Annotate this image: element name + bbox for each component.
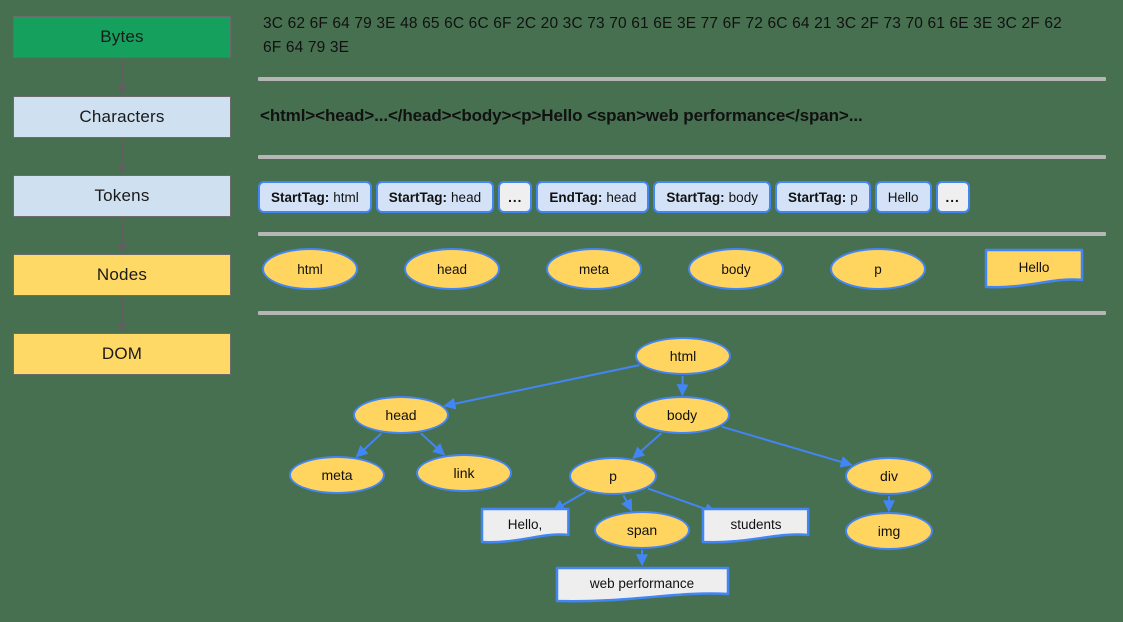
pipeline-stage-label: DOM <box>101 344 143 363</box>
pipeline-stage-label: Nodes <box>96 265 148 284</box>
dom-node-div: div <box>845 457 933 495</box>
node-html: html <box>262 248 358 290</box>
token-chip: StartTag:body <box>653 181 771 213</box>
node-label: head <box>436 261 468 277</box>
dom-node-label: span <box>626 522 658 538</box>
dom-node-span: span <box>594 511 690 549</box>
divider-tokens-nodes <box>258 232 1106 236</box>
dom-node-label: meta <box>321 467 353 483</box>
dom-node-label: img <box>877 523 901 539</box>
dom-node-meta: meta <box>289 456 385 494</box>
pipeline-stage-nodes: Nodes <box>13 254 231 296</box>
token-chip: StartTag:html <box>258 181 372 213</box>
dom-node-head: head <box>353 396 449 434</box>
dom-edge-body-p <box>632 432 663 459</box>
token-value: Hello <box>887 189 919 205</box>
dom-text-node-webp: web performance <box>555 566 730 606</box>
token-chip: StartTag:head <box>375 181 495 213</box>
token-kind: EndTag: <box>549 189 603 205</box>
node-meta: meta <box>546 248 642 290</box>
pipeline-stage-bytes: Bytes <box>13 16 231 58</box>
node-label: html <box>297 261 323 277</box>
characters-markup-string: <html><head>...</head><body><p>Hello <sp… <box>260 106 863 125</box>
pipeline-arrow-2 <box>117 217 127 253</box>
dom-node-html: html <box>635 337 731 375</box>
pipeline-arrow-0 <box>117 58 127 95</box>
dom-node-body: body <box>634 396 730 434</box>
stages-detail-panel: 3C 62 6F 64 79 3E 48 65 6C 6C 6F 2C 20 3… <box>250 0 1123 622</box>
pipeline-stage-dom: DOM <box>13 333 231 375</box>
dom-edge-head-link <box>420 432 446 456</box>
token-chip: StartTag:p <box>774 181 871 213</box>
pipeline-stage-tokens: Tokens <box>13 175 231 217</box>
pipeline-arrow-1 <box>117 138 127 174</box>
pipeline-stage-characters: Characters <box>13 96 231 138</box>
node-head: head <box>404 248 500 290</box>
token-chip: ... <box>498 181 533 213</box>
node-p: p <box>830 248 926 290</box>
pipeline-stage-label: Characters <box>79 107 165 126</box>
token-value: ... <box>508 189 523 205</box>
token-value: p <box>850 189 858 205</box>
pipeline-stage-label: Bytes <box>100 27 144 46</box>
dom-node-label: students <box>730 516 782 532</box>
node-label: meta <box>578 261 609 277</box>
token-value: head <box>451 189 482 205</box>
dom-edge-p-hello <box>552 491 587 512</box>
token-chip: EndTag:head <box>536 181 650 213</box>
dom-node-label: head <box>385 407 417 423</box>
dom-node-link: link <box>416 454 512 492</box>
node-label: body <box>721 261 751 277</box>
dom-edge-head-meta <box>355 432 383 458</box>
dom-edge-html-head <box>443 364 640 410</box>
dom-text-node-hello: Hello, <box>480 507 570 547</box>
dom-node-label: html <box>669 348 697 364</box>
dom-node-label: link <box>453 465 475 481</box>
divider-characters-tokens <box>258 155 1106 159</box>
token-chip: Hello <box>874 181 932 213</box>
divider-nodes-dom <box>258 311 1106 315</box>
nodes-row: html head meta body p Hello <box>262 248 1107 296</box>
divider-bytes-characters <box>258 77 1106 81</box>
token-kind: StartTag: <box>271 189 330 205</box>
token-value: body <box>728 189 758 205</box>
token-value: head <box>606 189 637 205</box>
bytes-hex-string: 3C 62 6F 64 79 3E 48 65 6C 6C 6F 2C 20 3… <box>263 15 1062 56</box>
pipeline-stage-label: Tokens <box>94 186 150 205</box>
node-label: p <box>874 261 882 277</box>
node-label: Hello <box>1018 259 1050 275</box>
dom-node-label: web performance <box>589 575 695 591</box>
dom-node-label: div <box>880 468 898 484</box>
pipeline-arrow-3 <box>117 296 127 332</box>
dom-node-label: p <box>609 468 617 484</box>
token-value: html <box>333 189 359 205</box>
token-value: ... <box>945 189 960 205</box>
dom-edge-body-div <box>721 425 853 468</box>
dom-node-label: body <box>666 407 698 423</box>
dom-text-node-stud: students <box>701 507 810 547</box>
token-kind: StartTag: <box>666 189 725 205</box>
dom-edge-p-span <box>621 494 633 512</box>
token-kind: StartTag: <box>388 189 448 205</box>
dom-node-label: Hello, <box>507 516 543 532</box>
token-kind: StartTag: <box>787 189 847 205</box>
node-body: body <box>688 248 784 290</box>
node-hello: Hello <box>984 248 1084 292</box>
dom-node-p: p <box>569 457 657 495</box>
token-chip: ... <box>935 181 970 213</box>
dom-node-img: img <box>845 512 933 550</box>
